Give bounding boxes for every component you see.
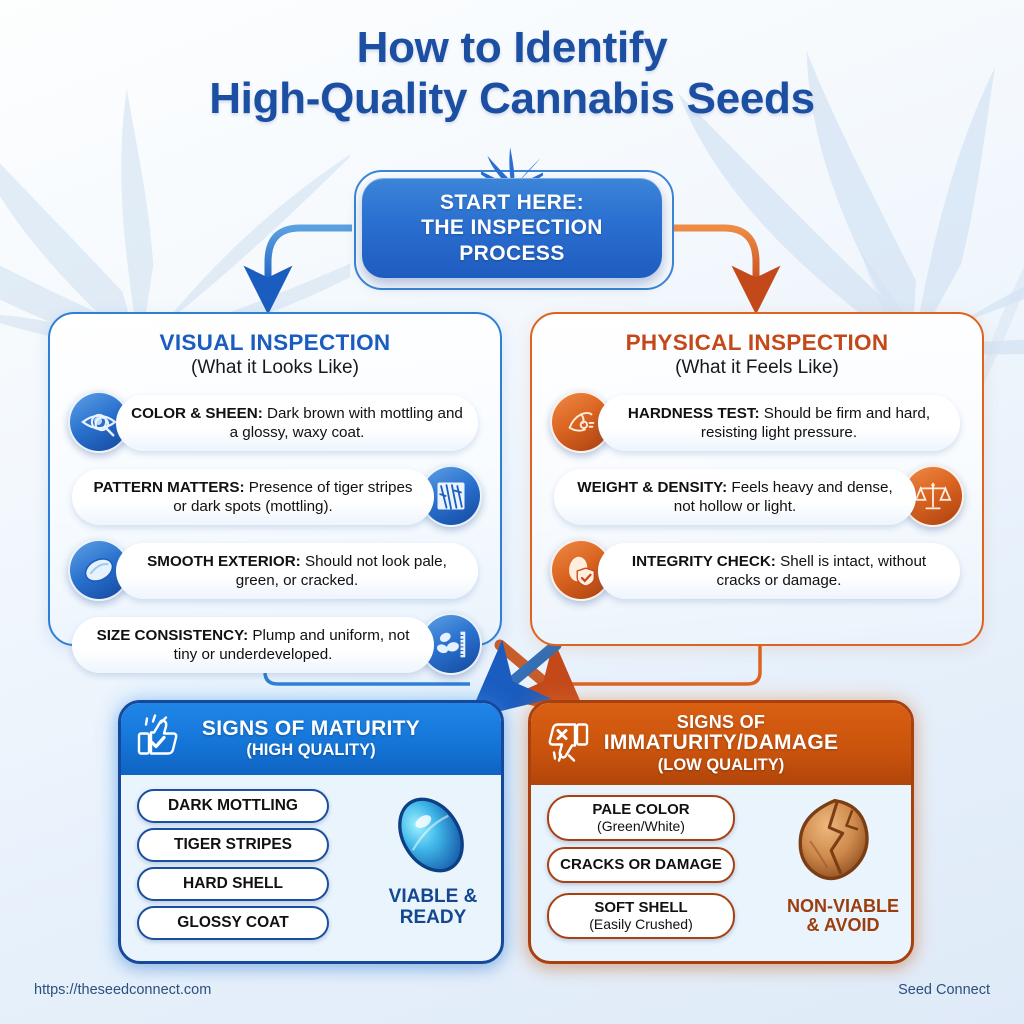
maturity-tag[interactable]: GLOSSY COAT — [137, 906, 329, 940]
immaturity-heading-1: SIGNS OF — [676, 712, 766, 733]
immaturity-tag[interactable]: CRACKS OR DAMAGE — [547, 847, 735, 883]
panel-physical-inspection: PHYSICAL INSPECTION (What it Feels Like) — [530, 312, 984, 646]
list-item[interactable]: SMOOTH EXTERIOR: Should not look pale, g… — [50, 539, 500, 603]
immaturity-tag[interactable]: PALE COLOR (Green/White) — [547, 795, 735, 841]
item-pill: SMOOTH EXTERIOR: Should not look pale, g… — [116, 543, 478, 599]
page-title: How to Identify High-Quality Cannabis Se… — [0, 22, 1024, 124]
item-pill: INTEGRITY CHECK: Shell is intact, withou… — [598, 543, 960, 599]
maturity-result-line1: VIABLE & — [388, 886, 478, 907]
list-item[interactable]: COLOR & SHEEN: Dark brown with mottling … — [50, 391, 500, 455]
item-term: COLOR & SHEEN: — [131, 404, 263, 422]
immaturity-tag-note: (Green/White) — [597, 817, 685, 834]
list-item[interactable]: SIZE CONSISTENCY: Plump and uniform, not… — [50, 613, 500, 677]
immaturity-tag-label: CRACKS OR DAMAGE — [560, 855, 722, 873]
physical-item-list: HARDNESS TEST: Should be firm and hard, … — [532, 391, 982, 603]
item-desc: Should not look pale, green, or cracked. — [235, 552, 447, 589]
item-term: HARDNESS TEST: — [627, 404, 760, 422]
maturity-body: DARK MOTTLING TIGER STRIPES HARD SHELL G… — [121, 775, 501, 961]
immaturity-tag[interactable]: SOFT SHELL (Easily Crushed) — [547, 893, 735, 939]
maturity-tag[interactable]: TIGER STRIPES — [137, 828, 329, 862]
panel-signs-of-immaturity: SIGNS OF IMMATURITY/DAMAGE (LOW QUALITY)… — [528, 700, 914, 964]
immaturity-tag-label: PALE COLOR — [592, 801, 690, 819]
list-item[interactable]: HARDNESS TEST: Should be firm and hard, … — [532, 391, 982, 455]
maturity-tag[interactable]: DARK MOTTLING — [137, 789, 329, 823]
list-item[interactable]: WEIGHT & DENSITY: Feels heavy and dense,… — [532, 465, 982, 529]
title-line-1: How to Identify — [356, 23, 668, 72]
immaturity-subheading: (LOW QUALITY) — [657, 756, 785, 775]
item-desc: Shell is intact, without cracks or damag… — [716, 552, 927, 589]
item-pill: SIZE CONSISTENCY: Plump and uniform, not… — [72, 617, 434, 673]
list-item[interactable]: INTEGRITY CHECK: Shell is intact, withou… — [532, 539, 982, 603]
item-term: INTEGRITY CHECK: — [631, 552, 776, 570]
item-term: SIZE CONSISTENCY: — [96, 626, 249, 644]
maturity-heading: SIGNS OF MATURITY — [201, 716, 421, 740]
start-here-box[interactable]: START HERE: THE INSPECTION PROCESS — [362, 178, 662, 278]
item-pill: COLOR & SHEEN: Dark brown with mottling … — [116, 395, 478, 451]
item-desc: Plump and uniform, not tiny or underdeve… — [173, 626, 410, 663]
item-pill: HARDNESS TEST: Should be firm and hard, … — [598, 395, 960, 451]
thumbs-up-check-icon — [133, 712, 183, 767]
start-here-label: START HERE: THE INSPECTION PROCESS — [421, 190, 603, 265]
cracked-brown-seed-icon — [787, 791, 883, 892]
maturity-result-line2: READY — [399, 906, 467, 928]
maturity-header: SIGNS OF MATURITY (HIGH QUALITY) — [121, 703, 501, 775]
item-desc: Should be firm and hard, resisting light… — [700, 404, 931, 441]
panel-visual-subtitle: (What it Looks Like) — [191, 357, 359, 378]
panel-physical-subtitle: (What it Feels Like) — [675, 357, 839, 378]
item-desc: Feels heavy and dense, not hollow or lig… — [673, 478, 893, 515]
item-term: SMOOTH EXTERIOR: — [147, 552, 301, 570]
maturity-tag[interactable]: HARD SHELL — [137, 867, 329, 901]
immaturity-body: PALE COLOR (Green/White) CRACKS OR DAMAG… — [531, 785, 911, 961]
footer-url[interactable]: https://theseedconnect.com — [34, 982, 212, 998]
maturity-result: VIABLE & READY — [373, 886, 493, 928]
immaturity-header: SIGNS OF IMMATURITY/DAMAGE (LOW QUALITY) — [531, 703, 911, 785]
panel-signs-of-maturity: SIGNS OF MATURITY (HIGH QUALITY) DARK MO… — [118, 700, 504, 964]
glossy-blue-seed-icon — [383, 787, 479, 888]
smooth-seed-icon — [68, 539, 130, 601]
immaturity-heading-2: IMMATURITY/DAMAGE — [603, 731, 839, 755]
immaturity-result: NON-VIABLE & AVOID — [777, 896, 909, 936]
immaturity-result-line1: NON-VIABLE — [787, 896, 899, 916]
immaturity-tag-label: SOFT SHELL — [594, 899, 688, 917]
panel-visual-inspection: VISUAL INSPECTION (What it Looks Like) C… — [48, 312, 502, 675]
thumbs-down-cross-icon — [543, 717, 593, 772]
footer-brand: Seed Connect — [898, 982, 990, 998]
item-pill: PATTERN MATTERS: Presence of tiger strip… — [72, 469, 434, 525]
list-item[interactable]: PATTERN MATTERS: Presence of tiger strip… — [50, 465, 500, 529]
maturity-subheading: (HIGH QUALITY) — [246, 741, 376, 760]
item-desc: Dark brown with mottling and a glossy, w… — [229, 404, 463, 441]
footer: https://theseedconnect.com Seed Connect — [0, 982, 1024, 1002]
panel-visual-title: VISUAL INSPECTION — [159, 330, 391, 355]
immaturity-tag-note: (Easily Crushed) — [589, 915, 693, 932]
immaturity-result-line2: & AVOID — [806, 915, 880, 936]
item-term: WEIGHT & DENSITY: — [577, 478, 728, 496]
title-line-2: High-Quality Cannabis Seeds — [209, 74, 815, 124]
start-here-node[interactable]: START HERE: THE INSPECTION PROCESS — [354, 147, 674, 290]
visual-item-list: COLOR & SHEEN: Dark brown with mottling … — [50, 391, 500, 677]
panel-physical-title: PHYSICAL INSPECTION — [625, 330, 889, 355]
item-desc: Presence of tiger stripes or dark spots … — [173, 478, 413, 515]
item-term: PATTERN MATTERS: — [93, 478, 245, 496]
item-pill: WEIGHT & DENSITY: Feels heavy and dense,… — [554, 469, 916, 525]
